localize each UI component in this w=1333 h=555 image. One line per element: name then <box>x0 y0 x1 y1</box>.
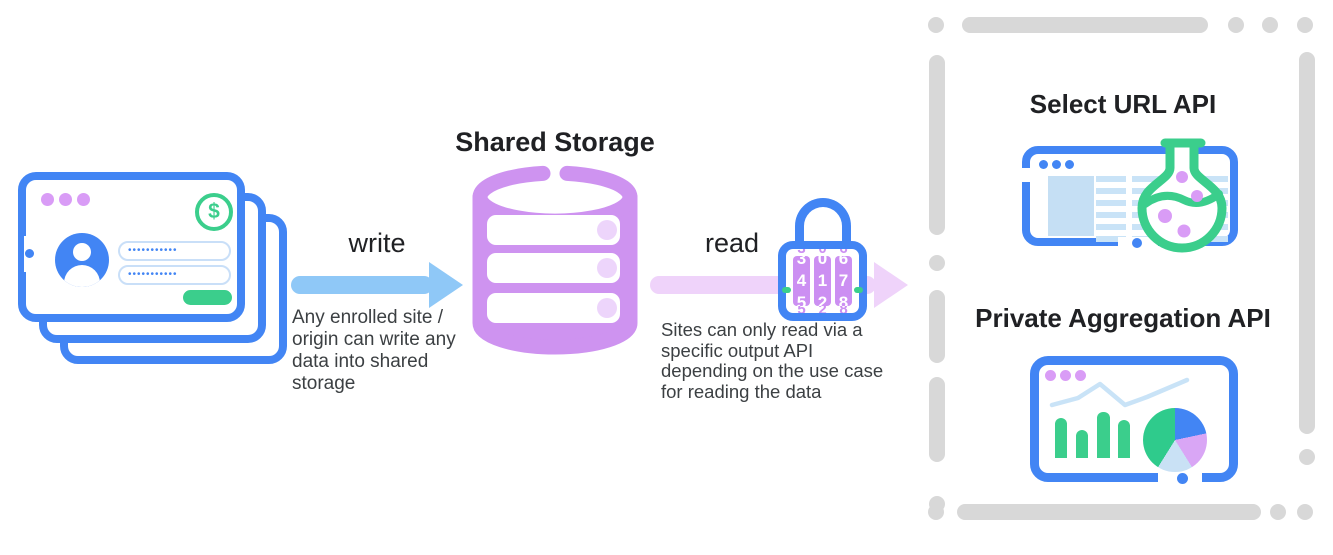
pie-chart-icon <box>1143 408 1207 472</box>
boundary-dash <box>962 17 1208 33</box>
line-chart-icon <box>1049 377 1190 408</box>
lock-dash-left <box>782 287 791 293</box>
combination-lock-icon: 3 345 5 0 012 2 6 678 <box>775 198 870 323</box>
read-note: Sites can only read via a specific outpu… <box>661 319 884 402</box>
password-field-2: ••••••••••• <box>118 265 231 285</box>
password-field-1: ••••••••••• <box>118 241 231 261</box>
boundary-dot <box>1262 17 1278 33</box>
read-label: read <box>704 228 760 258</box>
boundary-dash <box>1299 52 1315 434</box>
flask-icon <box>1137 138 1227 253</box>
browser-content-block <box>1048 176 1094 236</box>
browser-border-notch <box>1021 168 1031 182</box>
boundary-dot <box>1297 17 1313 33</box>
boundary-dash <box>929 55 945 235</box>
boundary-dot <box>928 17 944 33</box>
write-arrow <box>291 262 463 308</box>
lock-shackle <box>795 198 851 248</box>
site-window: $ ••••••••••• ••••••••••• <box>18 172 245 322</box>
boundary-dash <box>929 290 945 363</box>
dashboard-icon <box>1030 356 1238 484</box>
boundary-dash <box>957 504 1261 520</box>
write-label: write <box>348 228 406 258</box>
gated-output-boundary <box>920 10 1320 522</box>
shared-storage-title: Shared Storage <box>455 127 655 157</box>
submit-button <box>183 290 232 305</box>
user-avatar-icon <box>55 233 109 287</box>
boundary-dot <box>1297 504 1313 520</box>
window-controls-dots <box>41 193 90 206</box>
boundary-dot <box>929 496 945 512</box>
browser-border-dot <box>1132 238 1142 248</box>
browser-dots <box>1039 160 1074 169</box>
boundary-dot <box>929 255 945 271</box>
dashboard-dots <box>1045 370 1086 381</box>
lock-dials: 3 345 5 0 012 2 6 678 <box>793 249 852 313</box>
lock-dash-right <box>854 287 863 293</box>
dollar-icon: $ <box>195 193 233 231</box>
boundary-dot <box>1270 504 1286 520</box>
private-aggregation-api-title: Private Aggregation API <box>975 303 1271 333</box>
boundary-dash <box>929 377 945 462</box>
write-note: Any enrolled site / origin can write any… <box>292 307 456 394</box>
boundary-dot <box>1299 449 1315 465</box>
database-icon <box>472 165 638 355</box>
boundary-dot <box>1228 17 1244 33</box>
select-url-api-title: Select URL API <box>1029 89 1217 119</box>
lock-body: 3 345 5 0 012 2 6 678 <box>778 241 867 321</box>
dashboard-border-dot <box>1177 473 1188 484</box>
window-border-dot <box>25 249 34 258</box>
